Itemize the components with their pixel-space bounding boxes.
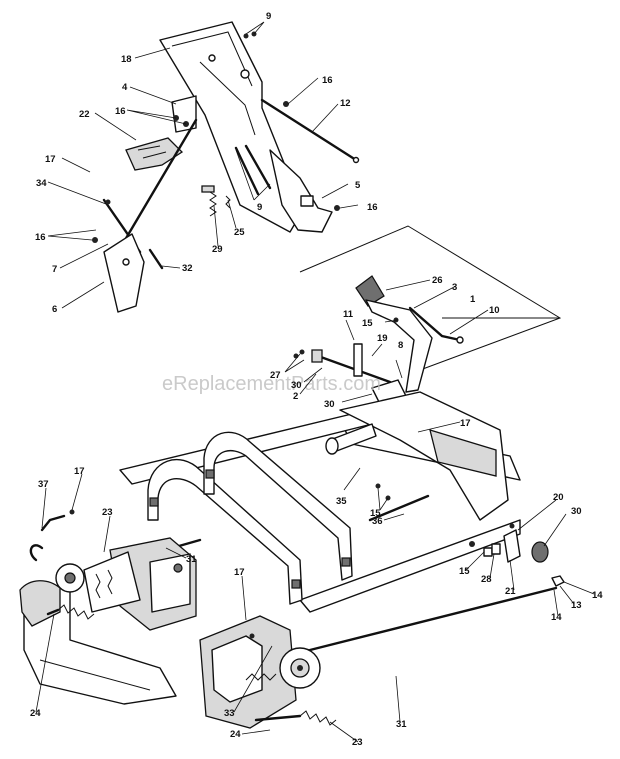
callout-33: 33 — [224, 708, 235, 719]
callout-17-right-trans: 17 — [234, 567, 245, 578]
callout-13: 13 — [571, 600, 582, 611]
callouts: 9 18 4 16 22 16 12 17 34 5 16 9 16 25 29… — [30, 11, 603, 748]
callout-12: 12 — [340, 98, 351, 109]
callout-21: 21 — [505, 586, 516, 597]
callout-9-mid: 9 — [257, 202, 262, 213]
callout-10: 10 — [489, 305, 500, 316]
callout-25: 25 — [234, 227, 245, 238]
callout-14-right: 14 — [592, 590, 603, 601]
callout-34: 34 — [36, 178, 47, 189]
callout-31-left: 31 — [186, 554, 197, 565]
callout-20: 20 — [553, 492, 564, 503]
callout-18: 18 — [121, 54, 132, 65]
callout-15-right: 15 — [459, 566, 470, 577]
callout-24-left: 24 — [30, 708, 41, 719]
callout-8: 8 — [398, 340, 403, 351]
watermark-text: eReplacementParts.com — [162, 373, 381, 395]
left-transmission — [29, 514, 197, 631]
callout-35: 35 — [336, 496, 347, 507]
callout-17-left: 17 — [74, 466, 85, 477]
callout-31-lower: 31 — [396, 719, 407, 730]
callout-16-left: 16 — [35, 232, 46, 243]
callout-4: 4 — [122, 82, 128, 93]
callout-16-upper-left: 16 — [115, 106, 126, 117]
callout-6: 6 — [52, 304, 57, 315]
callout-16-upper-right: 16 — [322, 75, 333, 86]
callout-30-right: 30 — [571, 506, 582, 517]
callout-26: 26 — [432, 275, 443, 286]
callout-19: 19 — [377, 333, 388, 344]
callout-5: 5 — [355, 180, 361, 191]
callout-14-lower: 14 — [551, 612, 562, 623]
callout-23-left: 23 — [102, 507, 113, 518]
callout-16-right: 16 — [367, 202, 378, 213]
callout-24-lower: 24 — [230, 729, 241, 740]
callout-7: 7 — [52, 264, 57, 275]
callout-32: 32 — [182, 263, 193, 274]
leader-lines — [35, 21, 595, 743]
callout-30-mid: 30 — [324, 399, 335, 410]
control-bracket-assembly — [92, 21, 360, 313]
right-hardware — [483, 523, 565, 587]
callout-3: 3 — [452, 282, 457, 293]
right-transmission — [199, 615, 337, 729]
deck-plate — [19, 579, 177, 705]
callout-29: 29 — [212, 244, 223, 255]
callout-15-mid: 15 — [370, 508, 381, 519]
callout-27: 27 — [270, 370, 281, 381]
callout-1: 1 — [470, 294, 476, 305]
callout-28: 28 — [481, 574, 492, 585]
callout-22: 22 — [79, 109, 90, 120]
callout-30-mid-left: 30 — [291, 380, 302, 391]
callout-23-lower: 23 — [352, 737, 363, 748]
callout-11: 11 — [343, 309, 354, 320]
callout-37: 37 — [38, 479, 49, 490]
callout-17-frame: 17 — [460, 418, 471, 429]
callout-36: 36 — [372, 516, 383, 527]
callout-2: 2 — [293, 391, 298, 402]
callout-15-top: 15 — [362, 318, 373, 329]
callout-17-top: 17 — [45, 154, 56, 165]
callout-9-top: 9 — [266, 11, 271, 22]
